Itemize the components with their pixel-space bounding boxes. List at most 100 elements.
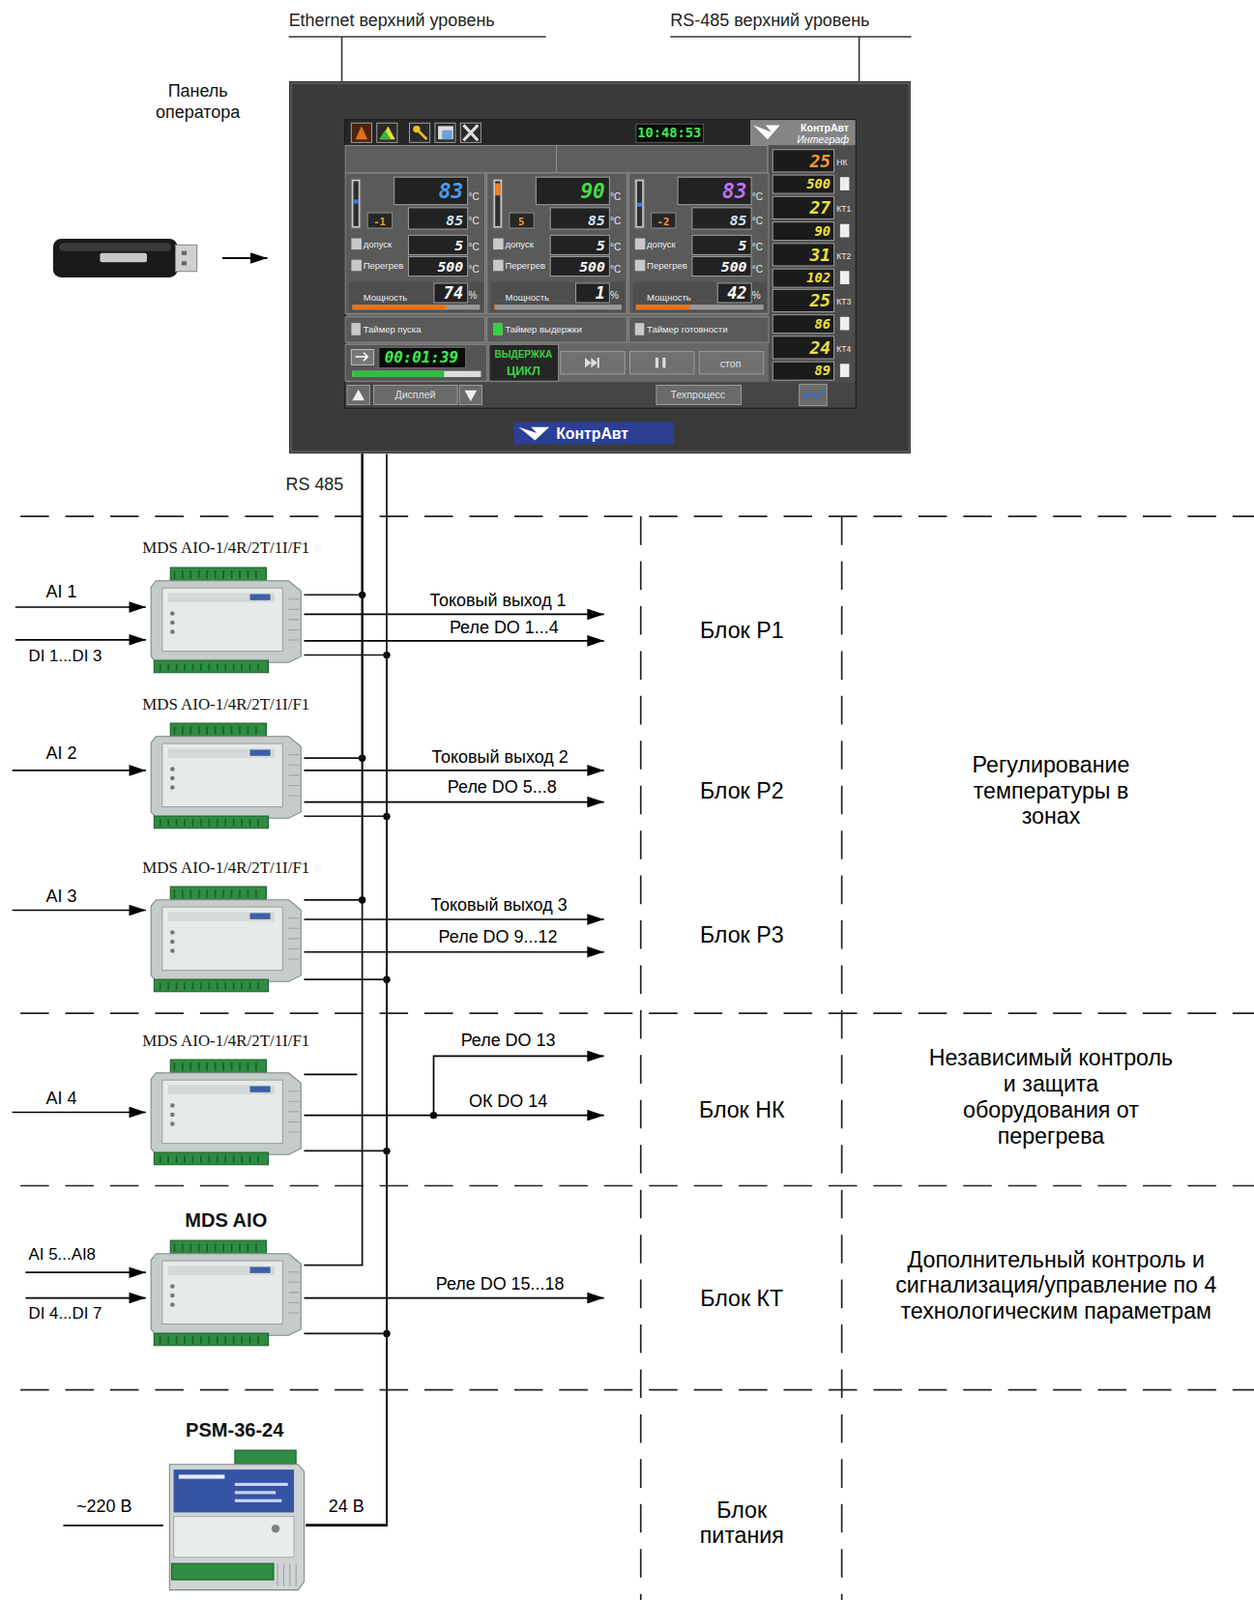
digital-readout: 500: [806, 176, 831, 193]
digital-readout: 85: [729, 210, 748, 228]
io-module: MDS AIO-1/4R/2T/1I/F1: [147, 722, 304, 830]
field-caption: Перегрев: [646, 261, 688, 272]
power-line: [303, 1333, 387, 1525]
signal-name: AI 5...AI8: [29, 1245, 96, 1264]
digital-readout: 42: [727, 284, 747, 303]
signal-arrow: [15, 639, 146, 642]
unit-label: %: [752, 290, 761, 302]
signal-arrow: [303, 801, 604, 804]
digital-readout: 5: [596, 236, 606, 254]
bus-label: RS 485: [285, 474, 344, 496]
power-supply: PSM-36-24: [163, 1449, 307, 1593]
io-module: MDS AIO-1/4R/2T/1I/F1: [147, 885, 304, 993]
digital-readout: 5: [738, 236, 748, 254]
signal-arrow: [303, 1297, 604, 1300]
power-line: [303, 979, 387, 1526]
unit-label: °C: [610, 263, 621, 276]
channel-tag: КТ4: [836, 345, 851, 355]
digital-readout: 89: [815, 363, 832, 380]
usb-stick: [53, 238, 198, 278]
io-module-art: [147, 1239, 304, 1347]
unit-label: °C: [467, 263, 479, 276]
timer-caption: Таймер готовности: [646, 323, 728, 335]
digital-readout: 500: [437, 258, 464, 275]
unit-label: °C: [752, 242, 763, 255]
node-title: Панель оператора: [142, 81, 255, 123]
block-name: Блок КТ: [665, 1285, 818, 1313]
field-caption: допуск: [646, 239, 675, 251]
signal-name: ОК DO 14: [468, 1090, 548, 1111]
usb-stick: [58, 242, 172, 251]
section-divider: [20, 516, 1254, 1390]
node-title: MDS AIO-1/4R/2T/1I/F1: [142, 858, 310, 878]
signal-name: AI 1: [45, 582, 77, 603]
channel-tag: КТ2: [836, 252, 851, 263]
digital-readout: 500: [721, 258, 748, 275]
power-line: [303, 655, 387, 1526]
unit-label: °C: [752, 191, 763, 204]
digital-readout: 500: [579, 258, 606, 275]
io-module-art: [150, 723, 301, 829]
unit-label: °C: [467, 242, 479, 255]
brand-name: КонтрАвт: [800, 121, 849, 134]
network-label: RS-485 верхний уровень: [670, 10, 870, 31]
signal-arrow: [12, 607, 605, 1299]
unit-label: °C: [467, 215, 479, 228]
digital-readout: 24: [809, 338, 831, 359]
unit-label: °C: [610, 215, 621, 228]
rs485-line: [303, 454, 362, 901]
field-caption: Мощность: [646, 292, 692, 304]
mode-indicator: ВЫДЕРЖКА: [494, 349, 553, 361]
signal-arrow: [303, 918, 604, 921]
button-caption: Техпроцесс: [670, 388, 727, 401]
digital-readout: 83: [438, 179, 464, 204]
junction-dot: [430, 1111, 438, 1119]
usb-stick: [99, 253, 147, 263]
block-name: Блок Р3: [665, 921, 818, 948]
digital-readout: 83: [722, 179, 747, 204]
block-name: Блок питания: [685, 1497, 798, 1549]
signal-name: DI 1...DI 3: [29, 646, 103, 666]
block-name: Блок НК: [665, 1097, 818, 1124]
timer-caption: Таймер пуска: [363, 323, 422, 335]
io-module: MDS AIO: [147, 1239, 304, 1347]
uplink-line: [289, 36, 912, 82]
rs485-line: [303, 454, 362, 759]
signal-arrow: [25, 1271, 146, 1274]
field-caption: Перегрев: [363, 261, 405, 272]
usb-stick: [175, 244, 198, 271]
signal-name: DI 4...DI 7: [29, 1305, 103, 1324]
power-supply-art: [163, 1449, 307, 1593]
node-title: MDS AIO-1/4R/2T/1I/F1: [142, 1031, 310, 1051]
usb-stick: [53, 238, 178, 278]
power-line: [303, 816, 387, 1525]
channel-tag: КТ3: [836, 298, 851, 309]
signal-arrow: [12, 909, 146, 912]
network-label: Ethernet верхний уровень: [289, 10, 496, 31]
deviation-readout: -1: [373, 215, 386, 228]
io-module-art: [150, 1240, 301, 1346]
node-title: MDS AIO: [184, 1208, 267, 1232]
section-divider: [20, 516, 1254, 1600]
field-caption: Мощность: [504, 292, 550, 304]
io-module: MDS AIO-1/4R/2T/1I/F1: [147, 566, 304, 674]
digital-readout: 85: [587, 210, 606, 228]
field-caption: допуск: [363, 239, 392, 251]
mode-indicator: ЦИКЛ: [506, 364, 541, 380]
channel-tag: КТ1: [836, 205, 851, 216]
usb-arrow: [222, 257, 267, 260]
signal-name: Реле DO 1...4: [449, 617, 559, 639]
io-module-art: [150, 886, 301, 992]
signal-arrow: [303, 613, 604, 616]
signal-arrow: [303, 769, 604, 772]
signal-name: Реле DO 15...18: [436, 1273, 565, 1294]
io-module-art: [150, 1059, 301, 1166]
signal-arrow: [303, 951, 604, 954]
block-name: Блок Р2: [665, 778, 818, 805]
unit-label: °C: [467, 191, 479, 204]
uplink-line: [670, 36, 911, 82]
node-title: MDS AIO-1/4R/2T/1I/F1: [142, 695, 310, 715]
block-name: Блок Р1: [665, 617, 818, 644]
